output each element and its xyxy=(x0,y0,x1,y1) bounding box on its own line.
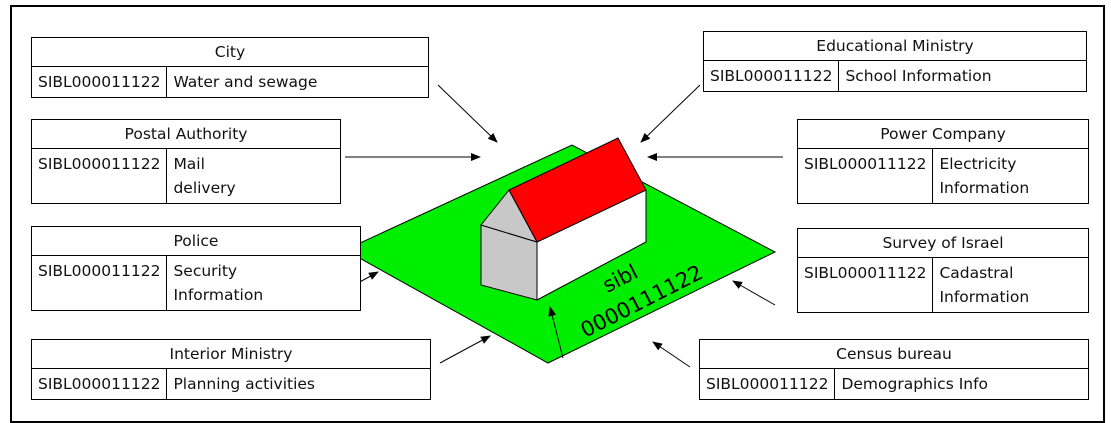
arrow-survey xyxy=(732,280,776,306)
box-desc: Demographics Info xyxy=(841,375,989,393)
box-education: Educational Ministry SIBL000011122 School… xyxy=(703,31,1087,92)
box-title: City xyxy=(32,38,428,67)
arrow-parcel-label xyxy=(548,306,564,359)
box-title: Interior Ministry xyxy=(32,340,430,369)
box-title: Police xyxy=(32,227,360,256)
arrow-census xyxy=(652,341,691,368)
box-id: SIBL000011122 xyxy=(32,369,168,399)
house-diagram: sibl 0000111122 xyxy=(326,84,783,368)
box-title: Census bureau xyxy=(700,340,1088,369)
box-id: SIBL000011122 xyxy=(32,149,168,203)
box-id: SIBL000011122 xyxy=(700,369,836,399)
arrow-education xyxy=(640,84,701,143)
box-desc: Security Information xyxy=(173,262,264,304)
box-interior: Interior Ministry SIBL000011122 Planning … xyxy=(31,339,431,400)
box-desc: Mail delivery xyxy=(173,155,236,197)
box-desc: Cadastral Information xyxy=(939,264,1030,306)
box-desc: Water and sewage xyxy=(173,73,318,91)
box-id: SIBL000011122 xyxy=(32,67,168,97)
box-desc: School Information xyxy=(845,67,992,85)
box-id: SIBL000011122 xyxy=(798,258,934,312)
box-desc: Electricity Information xyxy=(939,155,1030,197)
box-city: City SIBL000011122 Water and sewage xyxy=(31,37,429,98)
box-census: Census bureau SIBL000011122 Demographics … xyxy=(699,339,1089,400)
box-desc: Planning activities xyxy=(173,375,316,393)
house-roof xyxy=(508,137,647,243)
arrow-interior xyxy=(439,335,491,364)
box-id: SIBL000011122 xyxy=(704,61,840,91)
box-title: Postal Authority xyxy=(32,120,340,149)
box-title: Educational Ministry xyxy=(704,32,1086,61)
box-title: Power Company xyxy=(798,120,1088,149)
arrow-city xyxy=(437,84,498,143)
box-title: Survey of Israel xyxy=(798,229,1088,258)
box-id: SIBL000011122 xyxy=(798,149,934,203)
box-id: SIBL000011122 xyxy=(32,256,168,310)
